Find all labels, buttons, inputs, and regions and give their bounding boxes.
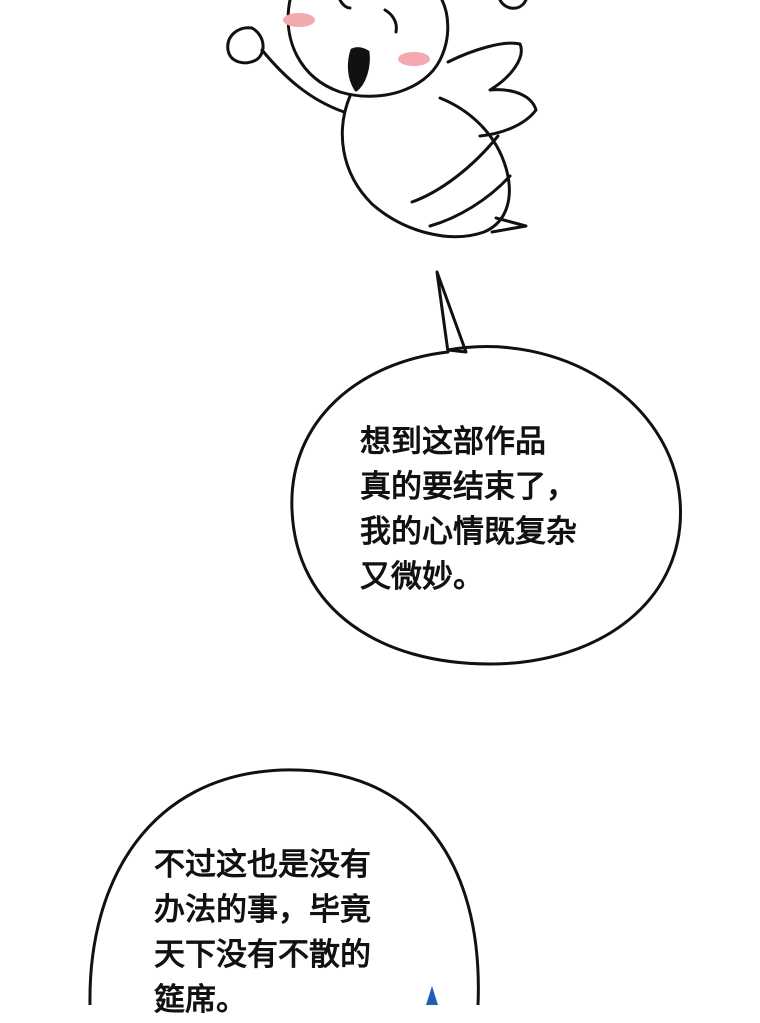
- mascot-arm: [260, 48, 346, 114]
- mascot-hand: [226, 26, 265, 65]
- speech-text-upper: 想到这部作品 真的要结束了， 我的心情既复杂 又微妙。: [360, 420, 577, 600]
- mascot-antenna: [498, 0, 528, 10]
- mascot-stripe: [410, 134, 500, 204]
- speech-line: 天下没有不散的: [154, 937, 371, 973]
- bee-mascot: [226, 0, 538, 239]
- mascot-blush: [398, 52, 430, 66]
- speech-bubble-lower: [88, 768, 480, 1006]
- mascot-mouth: [347, 47, 370, 92]
- speech-line: 想到这部作品: [360, 424, 546, 460]
- speech-line: 真的要结束了，: [360, 469, 577, 505]
- speech-line: 我的心情既复杂: [360, 514, 577, 550]
- speech-line: 筵席。: [154, 982, 247, 1018]
- blue-fragment: [426, 986, 438, 1005]
- mascot-eye: [383, 8, 398, 34]
- speech-line: 又微妙。: [360, 559, 484, 595]
- speech-line: 不过这也是没有: [154, 847, 371, 883]
- mascot-stinger: [490, 216, 528, 234]
- mascot-body: [340, 94, 511, 239]
- mascot-wing: [446, 41, 538, 138]
- mascot-stripe: [428, 174, 512, 228]
- speech-text-lower: 不过这也是没有 办法的事，毕竟 天下没有不散的 筵席。: [154, 843, 371, 1023]
- mascot-blush: [283, 13, 315, 27]
- speech-line: 办法的事，毕竟: [154, 892, 371, 928]
- mascot-head: [286, 0, 450, 98]
- speech-bubble-upper: [290, 270, 682, 666]
